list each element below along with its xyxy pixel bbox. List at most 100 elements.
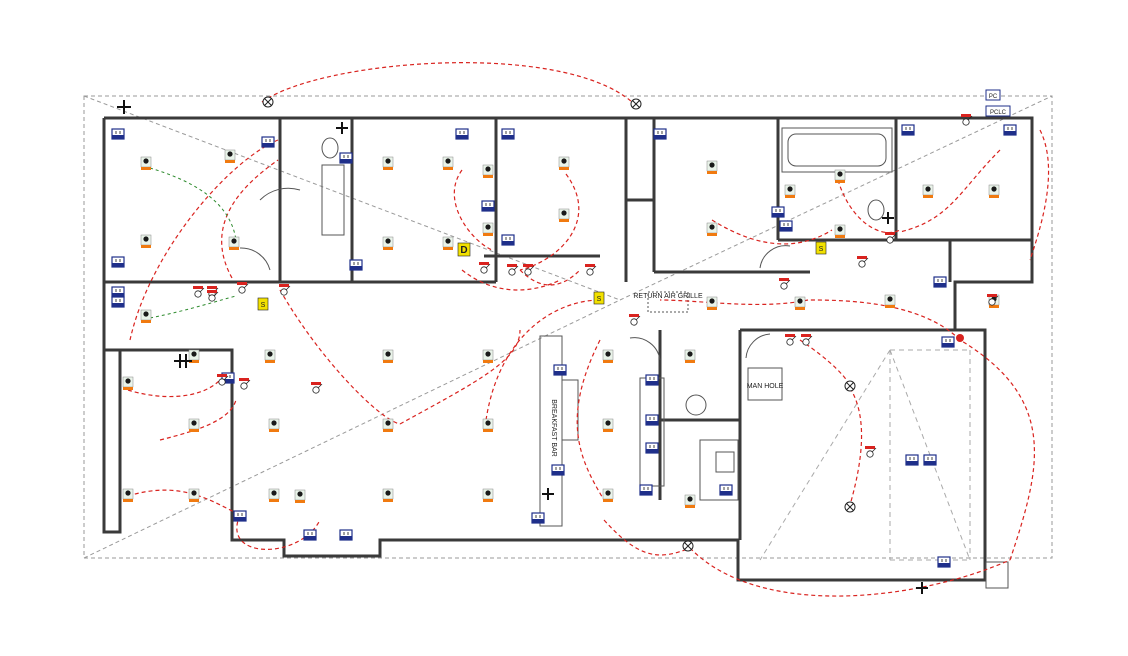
- power-outlet-icon: [111, 128, 125, 140]
- power-outlet-icon: [937, 556, 951, 568]
- switch-icon: [239, 378, 251, 390]
- switch-icon: [779, 278, 791, 290]
- power-outlet-icon: [339, 152, 353, 164]
- switch-icon: [629, 314, 641, 326]
- svg-text:S: S: [819, 246, 824, 253]
- yellow-markers: D S S S: [257, 241, 827, 311]
- power-outlet-icon: [779, 220, 793, 232]
- meter-box: PC PCLC: [985, 89, 1011, 117]
- ceiling-light-icon: [442, 236, 454, 250]
- ceiling-light-icon: [188, 488, 200, 502]
- power-outlet-icon: [111, 286, 125, 298]
- mains-connection: [956, 334, 964, 342]
- ceiling-light-icon: [140, 234, 152, 248]
- switch-icon: [961, 114, 973, 126]
- ceiling-light-icon: [784, 184, 796, 198]
- ceiling-light-icon: [706, 160, 718, 174]
- power-outlet-icon: [645, 374, 659, 386]
- pclc-label: PCLC: [990, 110, 1007, 116]
- ceiling-light-icon: [706, 296, 718, 310]
- ceiling-light-icon: [382, 236, 394, 250]
- ceiling-light-icon: [188, 349, 200, 363]
- ceiling-light-icon: [382, 488, 394, 502]
- power-outlet-icon: [923, 454, 937, 466]
- svg-text:S: S: [261, 302, 266, 309]
- power-outlet-icon: [901, 124, 915, 136]
- d-marker: [457, 242, 471, 257]
- switch-icon: [585, 264, 597, 276]
- power-outlet-icon: [261, 136, 275, 148]
- power-outlet-icon: [501, 234, 515, 246]
- power-outlet-icon: [1003, 124, 1017, 136]
- ceiling-light-icon: [884, 294, 896, 308]
- power-outlet-icon: [639, 484, 653, 496]
- ceiling-light-icon: [188, 418, 200, 432]
- ceiling-lights: [122, 149, 1000, 508]
- return-air-grille-label: RETURN AIR GRILLE: [633, 293, 703, 300]
- power-outlet-icon: [233, 510, 247, 522]
- ceiling-light-icon: [268, 488, 280, 502]
- ceiling-light-icon: [482, 349, 494, 363]
- ceiling-light-icon: [294, 489, 306, 503]
- ceiling-light-icon: [602, 349, 614, 363]
- garage-roof-lines: [759, 349, 971, 561]
- switch-icon: [507, 264, 519, 276]
- smoke-detector-icon: S: [257, 297, 269, 311]
- ceiling-light-icon: [122, 376, 134, 390]
- ceiling-light-icon: [602, 488, 614, 502]
- ceiling-light-icon: [442, 156, 454, 170]
- power-outlet-icon: [719, 484, 733, 496]
- ceiling-light-icon: [382, 349, 394, 363]
- smoke-detector-icon: S: [815, 241, 827, 255]
- power-outlet-icon: [303, 529, 317, 541]
- ceiling-light-icon: [834, 224, 846, 238]
- ceiling-light-icon: [482, 222, 494, 236]
- wiring-circuits: [127, 62, 1050, 597]
- ceiling-light-icon: [558, 156, 570, 170]
- ceiling-light-icon: [228, 236, 240, 250]
- exhaust-fan-icon: [262, 96, 274, 108]
- ceiling-light-icon: [268, 418, 280, 432]
- ceiling-light-icon: [706, 222, 718, 236]
- ceiling-light-icon: [382, 156, 394, 170]
- ceiling-light-icon: [482, 488, 494, 502]
- power-outlet-icon: [111, 296, 125, 308]
- ceiling-light-icon: [482, 164, 494, 178]
- power-outlet-icon: [551, 464, 565, 476]
- switch-icon: [801, 334, 813, 346]
- ceiling-light-icon: [264, 349, 276, 363]
- switches: [193, 114, 999, 458]
- ceiling-light-icon: [922, 184, 934, 198]
- switch-icon: [885, 232, 897, 244]
- smoke-detector-icon: S: [593, 291, 605, 305]
- switch-icon: [311, 382, 323, 394]
- switch-icon: [217, 374, 229, 386]
- power-outlet-icon: [111, 256, 125, 268]
- pc-label: PC: [989, 94, 998, 100]
- switch-icon: [865, 446, 877, 458]
- ceiling-light-icon: [382, 418, 394, 432]
- switch-icon: [479, 262, 491, 274]
- power-outlet-icon: [771, 206, 785, 218]
- sensor-wiring: [149, 167, 237, 319]
- switch-icon: [987, 294, 999, 306]
- ceiling-light-icon: [224, 149, 236, 163]
- fixtures: [239, 127, 1009, 589]
- power-outlet-icon: [553, 364, 567, 376]
- power-outlet-icon: [531, 512, 545, 524]
- d-marker-label: D: [460, 245, 467, 256]
- power-outlet-icon: [905, 454, 919, 466]
- power-outlet-icon: [645, 442, 659, 454]
- ceiling-light-icon: [602, 418, 614, 432]
- power-outlet-icon: [941, 336, 955, 348]
- ceiling-light-icon: [482, 418, 494, 432]
- switch-icon: [523, 264, 535, 276]
- switch-icon: [857, 256, 869, 268]
- ceiling-light-icon: [988, 184, 1000, 198]
- ceiling-light-icon: [794, 296, 806, 310]
- power-outlet-icon: [455, 128, 469, 140]
- power-outlet-icon: [339, 529, 353, 541]
- power-outlet-icon: [501, 128, 515, 140]
- power-outlet-icon: [481, 200, 495, 212]
